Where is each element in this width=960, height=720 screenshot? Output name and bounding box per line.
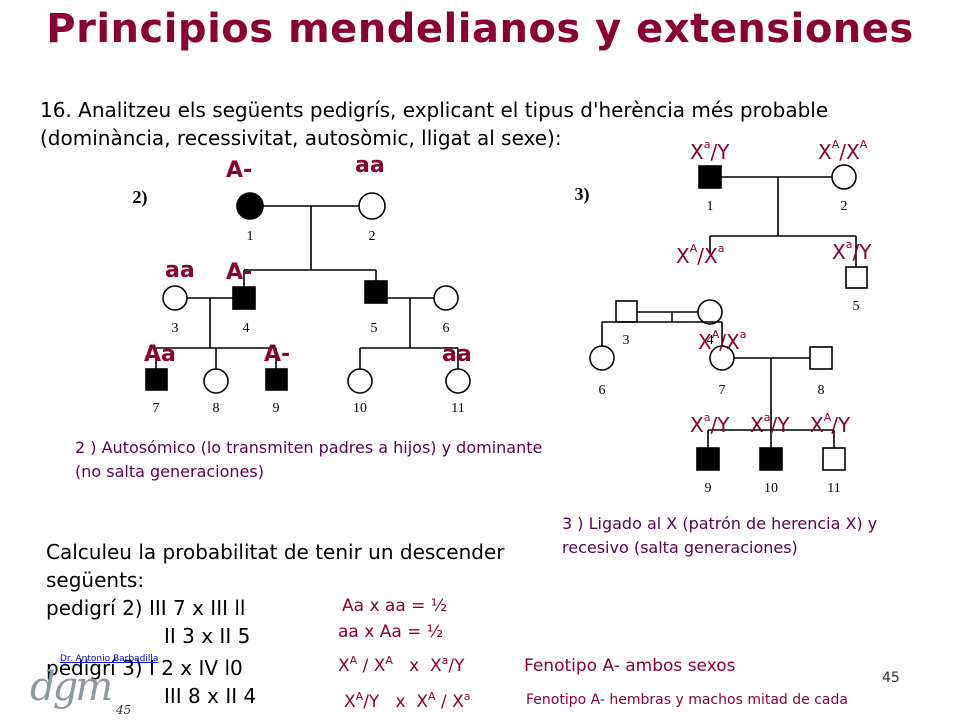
pedigree-3-num-9: 9 [705, 481, 712, 496]
pedigree-2-num-5: 5 [371, 321, 378, 336]
pedigree-2-individual-7 [145, 368, 168, 391]
calc-line-3: pedigrí 2) III 7 x III ll [46, 596, 246, 620]
calc-line-2: següents: [46, 568, 145, 592]
pedigree-3-genotype-5: Xa/Y [832, 238, 872, 264]
pedigree-2-num-10: 10 [353, 401, 367, 416]
calc-line-5: pedigrí 3) I 2 x IV l0 [46, 656, 243, 680]
pedigree-3-num-2: 2 [841, 199, 848, 214]
calc-line-1: Calculeu la probabilitat de tenir un des… [46, 540, 505, 564]
pedigree-2-num-8: 8 [213, 401, 220, 416]
pedigree-2-genotype-11: aa [442, 342, 472, 367]
pedigree-3-individual-2 [831, 164, 857, 190]
pedigree-3-num-10: 10 [764, 481, 778, 496]
pedigree-2-individual-8 [203, 368, 229, 394]
question-line-2: (dominància, recessivitat, autosòmic, ll… [40, 126, 562, 150]
result-3-cross: XA / XA x Xa/Y [338, 654, 465, 676]
calc-line-4: II 3 x II 5 [164, 624, 251, 648]
calc-line-6: III 8 x II 4 [164, 684, 257, 708]
pedigree-3-genotype-11: XA/Y [810, 411, 851, 437]
pedigree-2-genotype-7: Aa [144, 342, 176, 367]
pedigree-3-label: 3) [575, 184, 590, 205]
pedigree-2-genotype-2: aa [355, 153, 385, 178]
pedigree-2-num-4: 4 [243, 321, 250, 336]
pedigree-3-answer: 3 ) Ligado al X (patrón de herencia X) y… [562, 514, 878, 557]
pedigree-3-individual-4 [697, 299, 723, 325]
pedigree-3-genotype-9: Xa/Y [690, 411, 730, 437]
pedigree-3-genotype-10: Xa/Y [750, 411, 790, 437]
pedigree-2-genotype-3: aa [165, 258, 195, 283]
result-1: Aa x aa = ½ [342, 596, 448, 616]
pedigree-2-num-3: 3 [172, 321, 179, 336]
pedigree-3-individual-9 [696, 447, 720, 471]
pedigree-2-individual-4 [232, 286, 256, 310]
pedigree-3-num-3: 3 [623, 333, 630, 348]
pedigree-3-num-1: 1 [707, 199, 714, 214]
pedigree-3-genotype-2: XA/XA [818, 138, 868, 164]
pedigree-3-individual-1 [698, 165, 722, 189]
page-number: 45 [882, 670, 900, 686]
pedigree-2-individual-10 [347, 368, 373, 394]
result-4-note: Fenotipo A- hembras y machos mitad de ca… [526, 692, 848, 708]
pedigree-3-diagram: 3) 1 2 3 4 5 6 7 8 9 10 11 [575, 164, 868, 496]
pedigree-3-individual-8 [809, 346, 833, 370]
pedigree-2-num-2: 2 [369, 229, 376, 244]
pedigree-2-genotype-1: A- [226, 158, 253, 183]
result-4-cross: XA/Y x XA / Xa [344, 690, 471, 712]
pedigree-3-num-7: 7 [719, 383, 726, 398]
pedigree-3-num-8: 8 [818, 383, 825, 398]
pedigree-2-individual-2 [358, 192, 386, 220]
pedigree-2-individual-5 [364, 280, 388, 304]
slide-title: Principios mendelianos y extensiones [46, 6, 914, 52]
pedigree-3-individual-6 [589, 345, 615, 371]
pedigree-3-individual-11 [822, 447, 846, 471]
question-line-1: 16. Analitzeu els següents pedigrís, exp… [40, 98, 829, 122]
pedigree-2-num-11: 11 [451, 401, 464, 416]
pedigree-2-num-9: 9 [273, 401, 280, 416]
pedigree-3-individual-10 [759, 447, 783, 471]
pedigree-3-num-5: 5 [853, 299, 860, 314]
pedigree-3-genotype-1: Xa/Y [690, 138, 730, 164]
pedigree-2-individual-3 [162, 285, 188, 311]
result-2: aa x Aa = ½ [338, 622, 444, 642]
dgm-logo: dgm [30, 664, 113, 710]
pedigree-2-individual-1 [236, 192, 264, 220]
pedigree-2-individual-6 [433, 285, 459, 311]
pedigree-3-genotype-4: XA/Xa [676, 242, 725, 268]
pedigree-3-genotype-7: XA/Xa [698, 328, 747, 354]
pedigree-3-individual-3 [615, 300, 638, 323]
author-link[interactable]: Dr. Antonio Barbadilla [60, 654, 159, 664]
pedigree-2-label: 2) [133, 187, 148, 208]
pedigree-2-diagram: 2) 1 2 3 4 5 6 7 8 9 10 11 [133, 187, 471, 416]
pedigree-2-num-1: 1 [247, 229, 254, 244]
pedigree-2-answer: 2 ) Autosómico (lo transmiten padres a h… [75, 438, 543, 481]
pedigree-2-num-7: 7 [153, 401, 160, 416]
pedigree-3-individual-5 [845, 266, 868, 289]
pedigree-2-num-6: 6 [443, 321, 450, 336]
pedigree-2-individual-11 [445, 368, 471, 394]
result-3-note: Fenotipo A- ambos sexos [524, 656, 736, 676]
pedigree-3-num-11: 11 [827, 481, 840, 496]
pedigree-2-genotype-4: A- [226, 260, 253, 285]
logo-number: 45 [116, 703, 132, 717]
pedigree-2-individual-9 [265, 368, 288, 391]
pedigree-3-num-6: 6 [599, 383, 606, 398]
pedigree-3-num-4: 4 [707, 333, 714, 348]
pedigree-2-genotype-9: A- [264, 342, 291, 367]
